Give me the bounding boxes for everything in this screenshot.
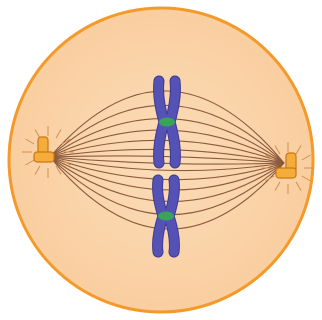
- centromere: [159, 118, 175, 127]
- centromere: [158, 212, 174, 221]
- centriole: [276, 168, 296, 178]
- centriole: [34, 152, 54, 162]
